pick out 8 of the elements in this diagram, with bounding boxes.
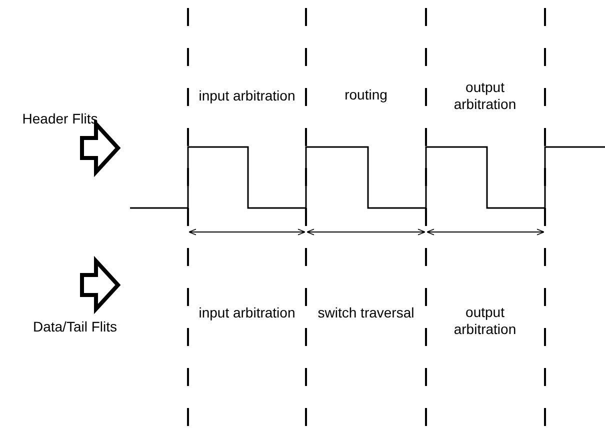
stage-label: input arbitration [198, 88, 296, 104]
row-label: Header Flits [21, 110, 99, 128]
stage-label: output arbitration [452, 304, 518, 338]
stage-label: output arbitration [452, 79, 518, 113]
stage-label: input arbitration [198, 304, 296, 322]
row-label: Data/Tail Flits [32, 318, 118, 336]
stage-label: switch traversal [316, 304, 416, 322]
stage-label: routing [344, 86, 388, 104]
